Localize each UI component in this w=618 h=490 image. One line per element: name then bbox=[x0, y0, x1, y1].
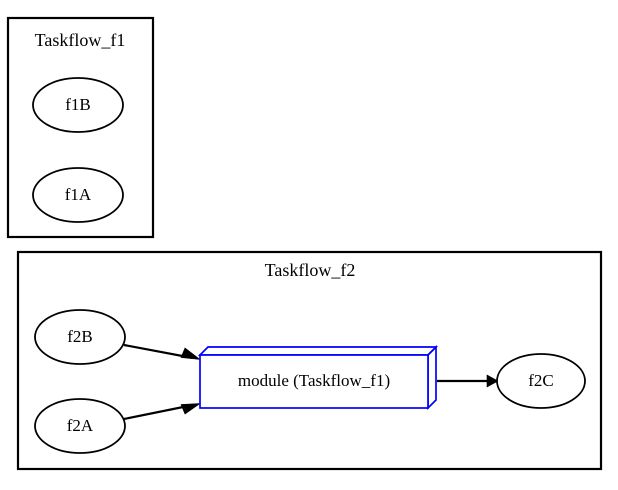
cluster-taskflow-f2[interactable]: Taskflow_f2 bbox=[16, 250, 603, 471]
cluster-taskflow-f2-border bbox=[16, 250, 603, 471]
node-f2C-ellipse bbox=[496, 353, 586, 409]
node-f1B-label: f1B bbox=[65, 95, 91, 114]
node-f2A-label: f2A bbox=[67, 416, 94, 435]
node-f2A-ellipse bbox=[34, 398, 126, 454]
edge-module-to-f2C-arrowhead bbox=[486, 374, 499, 388]
node-f2C[interactable]: f2C bbox=[496, 353, 586, 409]
edge-module-to-f2C[interactable] bbox=[437, 374, 499, 388]
node-module-front-face bbox=[199, 354, 429, 409]
node-module-3d-top-face bbox=[197, 346, 439, 356]
node-f2A[interactable]: f2A bbox=[34, 398, 126, 454]
cluster-taskflow-f1-label: Taskflow_f1 bbox=[35, 30, 126, 50]
edge-f2B-to-module-arrowhead bbox=[180, 347, 202, 360]
node-f2C-label: f2C bbox=[528, 371, 554, 390]
node-f2B-ellipse bbox=[34, 309, 126, 365]
node-f1A-label: f1A bbox=[65, 185, 92, 204]
node-module-taskflow-f1[interactable]: module (Taskflow_f1) bbox=[197, 344, 439, 411]
node-f1A[interactable]: f1A bbox=[32, 167, 124, 223]
edge-f2A-to-module-line bbox=[123, 403, 194, 421]
cluster-taskflow-f2-label: Taskflow_f2 bbox=[265, 260, 356, 280]
node-f2B-label: f2B bbox=[67, 327, 93, 346]
edge-f2A-to-module[interactable] bbox=[123, 403, 202, 421]
edge-f2B-to-module[interactable] bbox=[123, 343, 202, 360]
node-f1B-ellipse bbox=[32, 77, 124, 133]
node-f1B[interactable]: f1B bbox=[32, 77, 124, 133]
node-module-label: module (Taskflow_f1) bbox=[238, 371, 390, 390]
edge-f2A-to-module-arrowhead bbox=[180, 403, 202, 415]
cluster-taskflow-f1-border bbox=[6, 16, 155, 239]
node-f1A-ellipse bbox=[32, 167, 124, 223]
node-module-3d-right-face bbox=[427, 344, 437, 411]
node-f2B[interactable]: f2B bbox=[34, 309, 126, 365]
cluster-taskflow-f1[interactable]: Taskflow_f1 bbox=[6, 16, 155, 239]
